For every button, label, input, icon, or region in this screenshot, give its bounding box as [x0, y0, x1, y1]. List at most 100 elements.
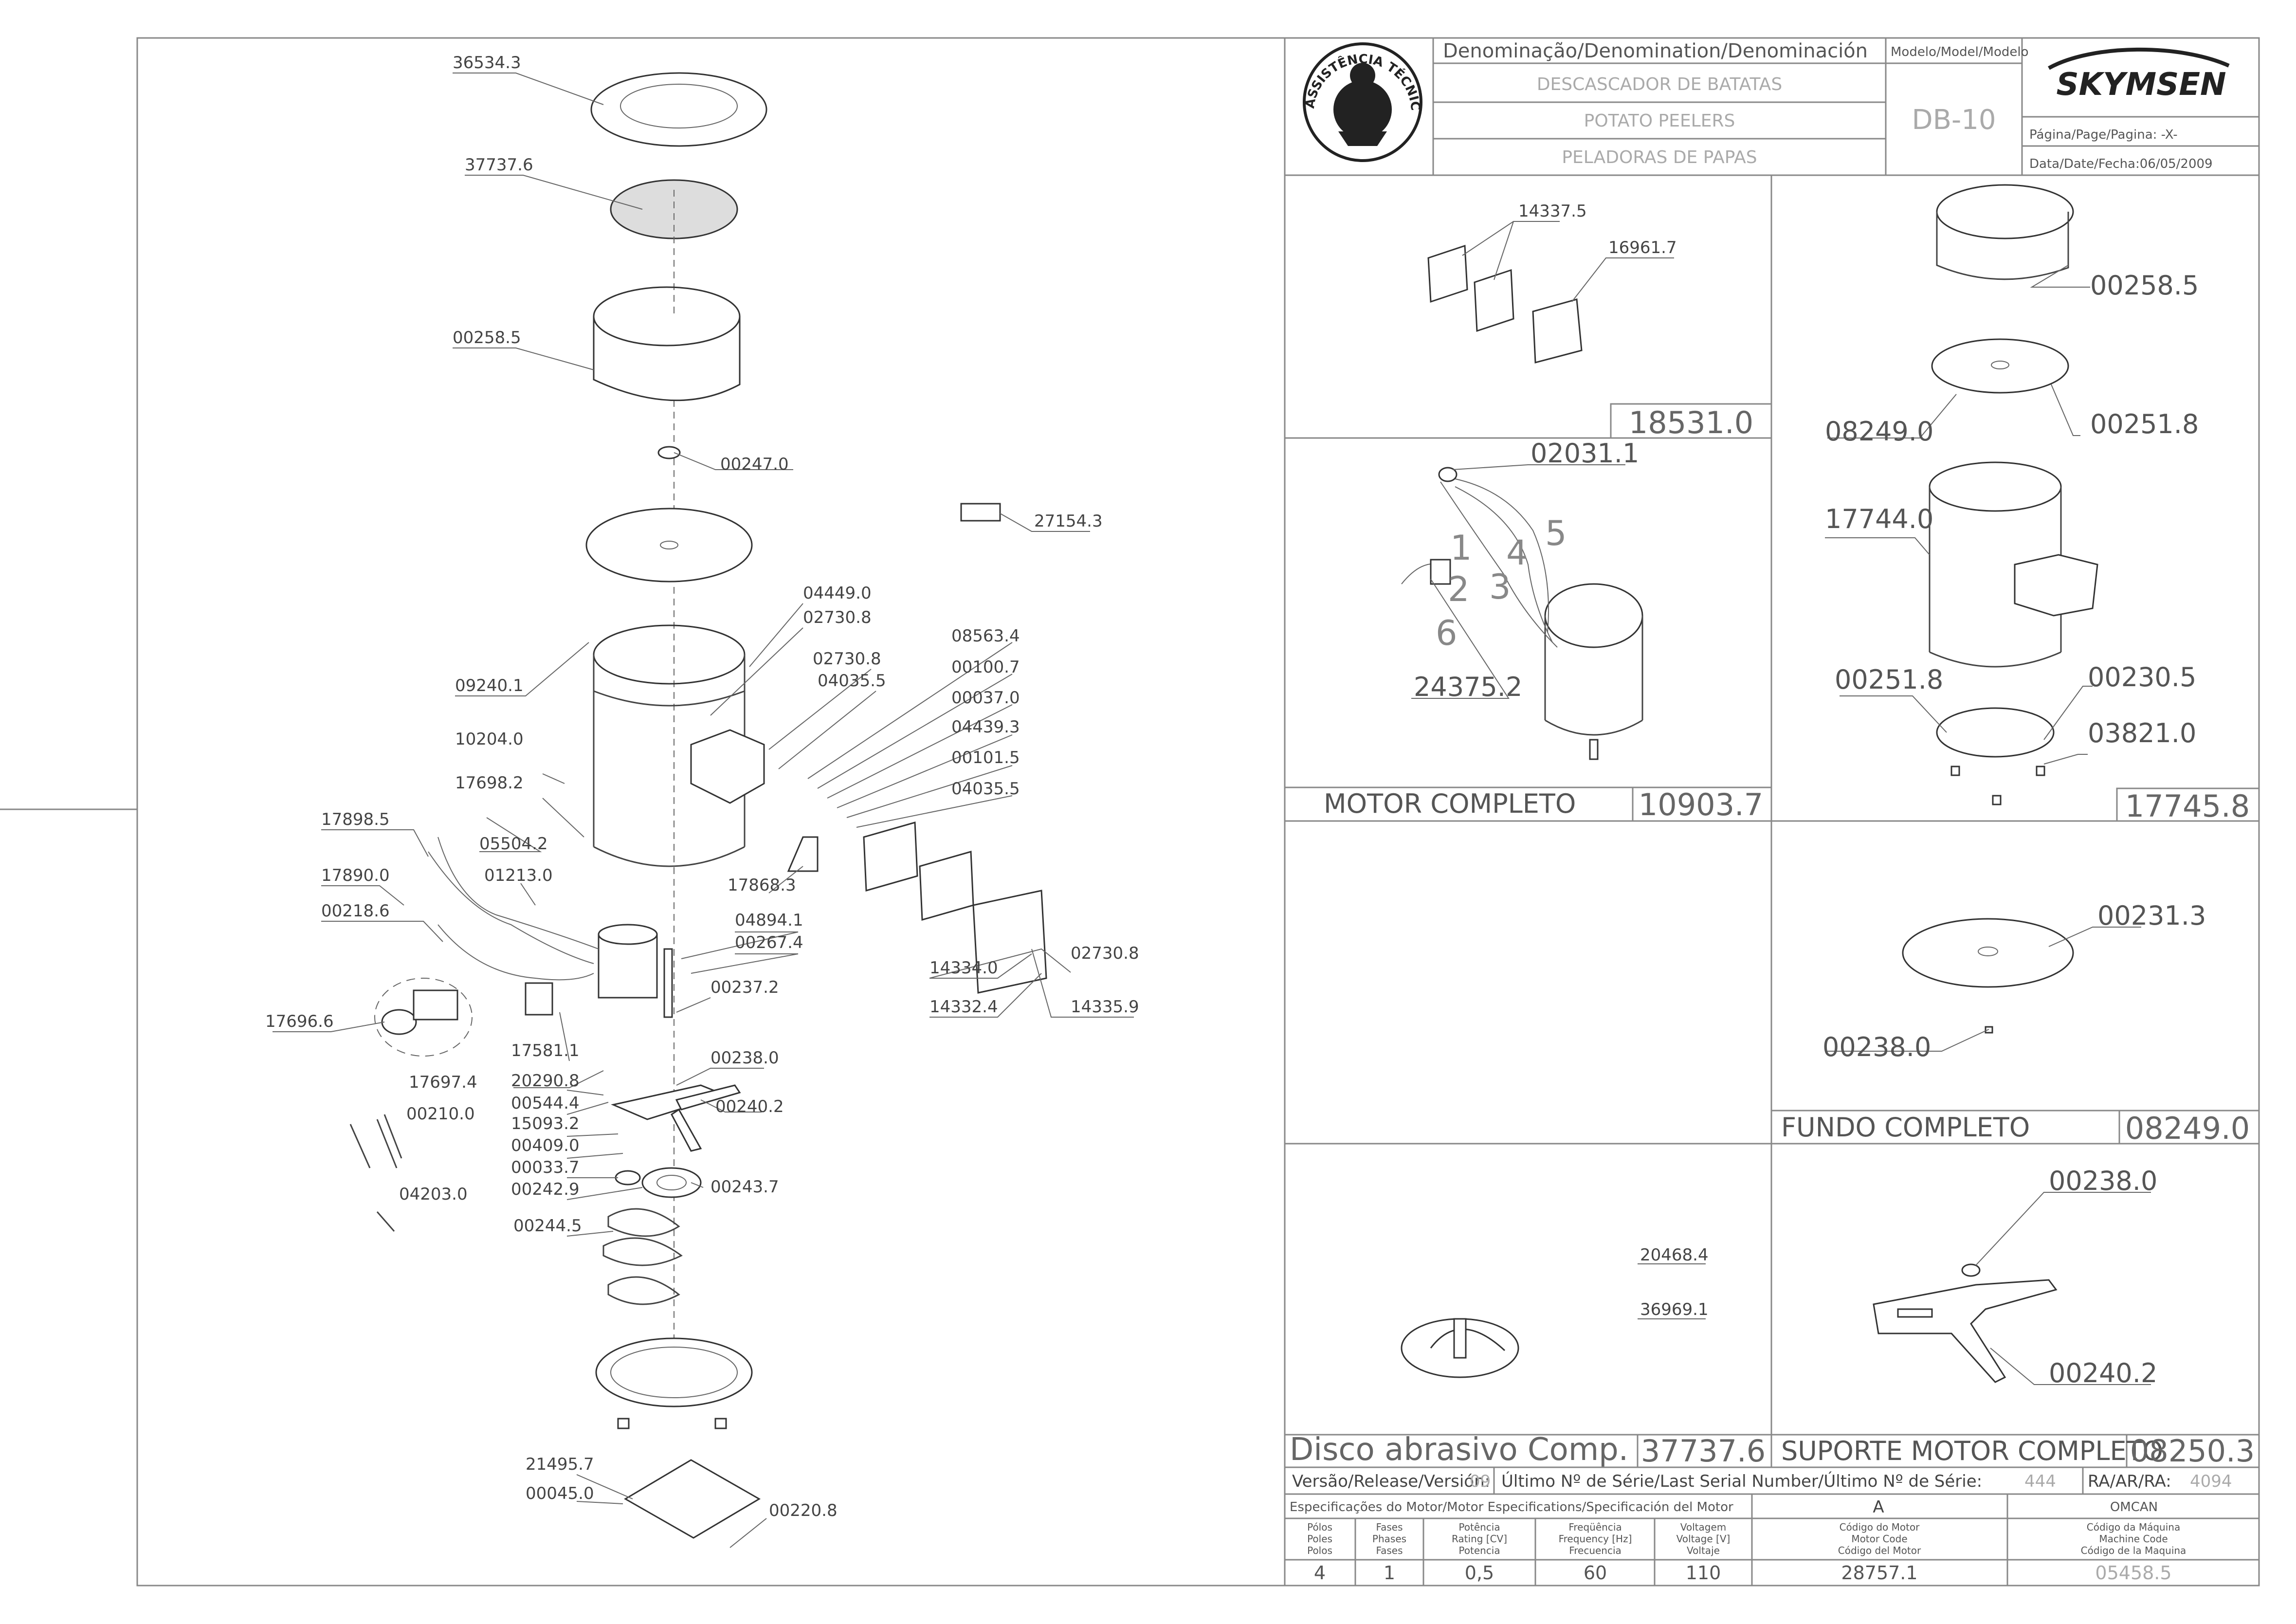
- exploded-part-label: 00045.0: [526, 1484, 594, 1503]
- fundo-part-1: 00231.3: [2097, 900, 2206, 931]
- panel-17745-part-4: 17744.0: [1825, 504, 1933, 534]
- exploded-part-label: 14332.4: [929, 997, 998, 1017]
- model-value: DB-10: [1912, 104, 1996, 136]
- spec-maker: OMCAN: [2110, 1500, 2158, 1515]
- exploded-part-label: 00267.4: [735, 933, 803, 952]
- motor-wire-2: 2: [1448, 569, 1470, 609]
- exploded-part-label: 00210.0: [406, 1104, 475, 1124]
- exploded-part-label: 10204.0: [455, 730, 524, 749]
- exploded-part-label: 00544.4: [511, 1094, 580, 1113]
- title-block: ASSISTÊNCIA TÉCNICA AUTORIZADA Denominaç…: [0, 0, 2259, 175]
- spec-column-value: 05458.5: [2095, 1562, 2171, 1584]
- fundo-part-2: 00238.0: [1822, 1032, 1931, 1062]
- motor-part-1: 02031.1: [1531, 438, 1639, 469]
- exploded-part-label: 04894.1: [735, 911, 803, 930]
- exploded-part-label: 17581.1: [511, 1041, 580, 1060]
- spec-column-header: Potência: [1458, 1521, 1500, 1533]
- spec-column-header: Fases: [1376, 1521, 1403, 1533]
- spec-column-header: Machine Code: [2099, 1533, 2168, 1545]
- exploded-part-label: 00220.8: [769, 1501, 838, 1520]
- panel-17745-part-5: 00251.8: [1835, 664, 1943, 695]
- exploded-part-label: 00238.0: [711, 1048, 779, 1068]
- panel-17745-part-7: 03821.0: [2088, 718, 2196, 748]
- model-label: Modelo/Model/Modelo: [1891, 45, 2029, 59]
- disco-code: 37737.6: [1641, 1433, 1766, 1469]
- spec-column-header: Potencia: [1458, 1545, 1500, 1556]
- page-label: Página/Page/Pagina: -X-: [2029, 128, 2178, 142]
- spec-column-value: 60: [1584, 1562, 1607, 1584]
- exploded-part-label: 09240.1: [455, 676, 524, 695]
- release-row: Versão/Release/Versión: 09 Último Nº de …: [1285, 1467, 2259, 1495]
- panel-disco: Disco abrasivo Comp. 37737.6 20468.4 369…: [1285, 1245, 1771, 1469]
- suporte-part-1: 00238.0: [2049, 1166, 2157, 1196]
- spec-column-header: Frequency [Hz]: [1559, 1533, 1632, 1545]
- exploded-part-label: 08563.4: [951, 626, 1020, 646]
- exploded-part-label: 00237.2: [711, 978, 779, 997]
- fundo-code: 08249.0: [2125, 1111, 2250, 1146]
- spec-variant: A: [1873, 1497, 1884, 1517]
- exploded-part-label: 21495.7: [526, 1455, 594, 1474]
- panel-17745-part-1: 00258.5: [2090, 270, 2199, 301]
- panel-suporte: SUPORTE MOTOR COMPLETO 08250.3 00238.0 0…: [1771, 1166, 2259, 1469]
- spec-column-header: Código de la Maquina: [2081, 1545, 2187, 1556]
- exploded-part-label: 00218.6: [321, 901, 390, 921]
- spec-column-value: 110: [1686, 1562, 1721, 1584]
- spec-column-header: Phases: [1372, 1533, 1406, 1545]
- panel-18531-part-2: 16961.7: [1608, 238, 1677, 257]
- exploded-part-label: 05504.2: [479, 834, 548, 854]
- spec-column-header: Fases: [1376, 1545, 1403, 1556]
- suporte-code: 08250.3: [2130, 1433, 2255, 1469]
- exploded-part-label: 14335.9: [1071, 997, 1139, 1017]
- suporte-part-2: 00240.2: [2049, 1358, 2157, 1388]
- panel-fundo: FUNDO COMPLETO 08249.0 00231.3 00238.0: [1771, 900, 2259, 1146]
- ra-label: RA/AR/RA:: [2088, 1472, 2171, 1491]
- spec-column-value: 28757.1: [1841, 1562, 1917, 1584]
- spec-column-header: Código da Máquina: [2087, 1521, 2180, 1533]
- sheet-border: [136, 37, 2260, 1587]
- ra-value: 4094: [2190, 1472, 2232, 1491]
- spec-column-header: Voltage [V]: [1676, 1533, 1731, 1545]
- exploded-part-label: 00243.7: [711, 1177, 779, 1197]
- panel-17745: 17745.8 00258.5 08249.0 00251.8 17744.0 …: [1825, 184, 2260, 824]
- version-value: 09: [1470, 1472, 1491, 1491]
- exploded-part-label: 36534.3: [453, 53, 521, 73]
- spec-column-value: 4: [1314, 1562, 1326, 1584]
- panel-18531: 18531.0 14337.5 16961.7: [1427, 201, 1772, 440]
- motor-code: 10903.7: [1639, 787, 1763, 822]
- exploded-assembly: [349, 72, 1047, 1539]
- spec-column-header: Poles: [1307, 1533, 1332, 1545]
- motor-wire-3: 3: [1489, 567, 1511, 607]
- exploded-part-label: 00240.2: [715, 1097, 784, 1116]
- motor-spec-table: Especificações do Motor/Motor Especifica…: [1285, 1494, 2259, 1586]
- motor-part-2: 24375.2: [1414, 672, 1522, 702]
- spec-column-header: Código del Motor: [1838, 1545, 1921, 1556]
- exploded-part-label: 00101.5: [951, 748, 1020, 767]
- denomination-label: Denominação/Denomination/Denominación: [1443, 40, 1868, 62]
- exploded-part-label: 04203.0: [399, 1185, 468, 1204]
- exploded-part-label: 20290.8: [511, 1071, 580, 1091]
- panel-18531-code: 18531.0: [1629, 405, 1753, 440]
- exploded-part-label: 00242.9: [511, 1180, 580, 1199]
- exploded-part-label: 00258.5: [453, 328, 521, 347]
- exploded-part-label: 04449.0: [803, 584, 872, 603]
- panel-17745-code: 17745.8: [2125, 788, 2250, 824]
- exploded-part-label: 01213.0: [484, 866, 553, 885]
- exploded-part-label: 17696.6: [265, 1012, 334, 1031]
- exploded-part-label: 02730.8: [1071, 944, 1139, 963]
- disco-part-1: 20468.4: [1640, 1245, 1709, 1265]
- exploded-part-label: 00244.5: [513, 1216, 582, 1236]
- exploded-part-label: 15093.2: [511, 1114, 580, 1133]
- spec-column-header: Código do Motor: [1840, 1521, 1920, 1533]
- panel-18531-part-1: 14337.5: [1518, 201, 1587, 221]
- panel-17745-part-2: 08249.0: [1825, 416, 1933, 447]
- panel-17745-part-6: 00230.5: [2088, 662, 2196, 693]
- exploded-part-label: 00247.0: [720, 455, 789, 474]
- exploded-part-label: 17898.5: [321, 810, 390, 829]
- spec-column-header: Voltagem: [1680, 1521, 1727, 1533]
- spec-column-value: 1: [1384, 1562, 1395, 1584]
- exploded-part-label: 04035.5: [951, 779, 1020, 799]
- name-en: POTATO PEELERS: [1584, 111, 1735, 131]
- spec-column-header: Freqüência: [1568, 1521, 1622, 1533]
- exploded-part-label: 17890.0: [321, 866, 390, 885]
- motor-title: MOTOR COMPLETO: [1324, 788, 1576, 819]
